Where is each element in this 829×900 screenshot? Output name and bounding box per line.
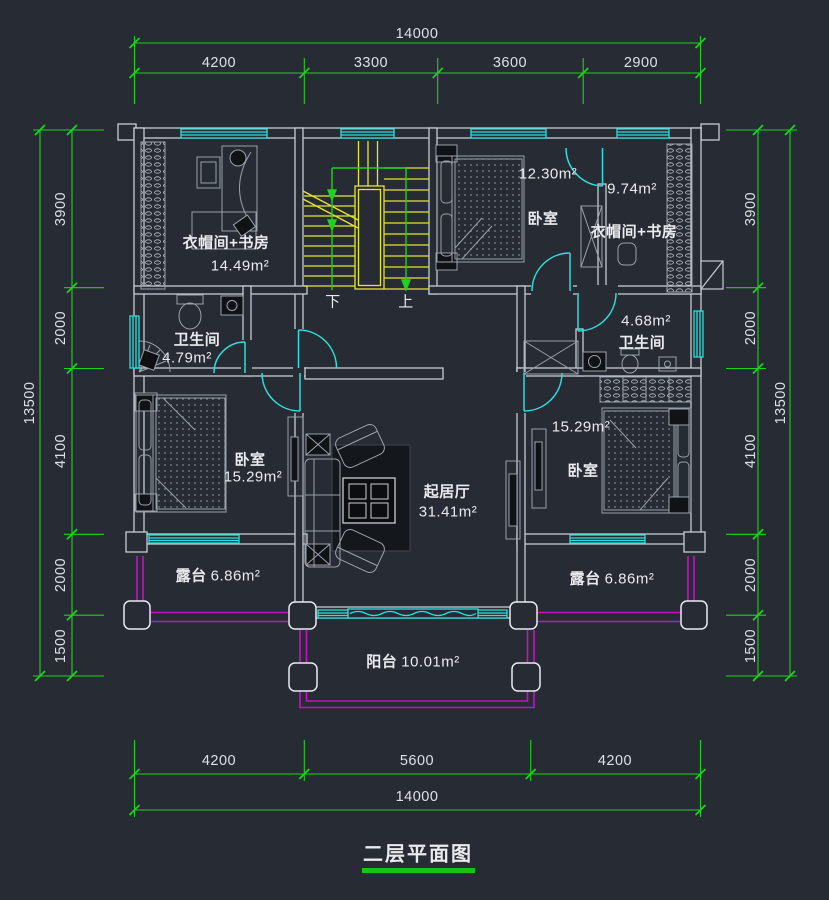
furniture-bedroom-left xyxy=(134,392,304,513)
balcony-sliding-door xyxy=(347,608,479,619)
furniture-cloak-study-right xyxy=(580,143,693,293)
room-label-bath-right-area: 4.68m² xyxy=(621,312,671,330)
furniture-bedroom-right xyxy=(531,376,692,514)
dim-left-seg-4: 2000 xyxy=(53,557,69,593)
dim-left-seg-5: 1500 xyxy=(53,628,69,664)
furniture-cloak-study-left xyxy=(140,141,258,290)
door-bath-right xyxy=(577,292,617,332)
dim-left-total: 13500 xyxy=(22,381,38,425)
furniture-bath-left xyxy=(138,294,244,373)
door-bath-left xyxy=(213,341,246,374)
window-top-2 xyxy=(470,128,547,139)
room-label-living-area: 31.41m² xyxy=(418,503,478,521)
room-label-bed-right-area: 15.29m² xyxy=(551,418,611,436)
walls xyxy=(117,123,720,619)
dim-right-total: 13500 xyxy=(773,381,789,425)
door-bedroom-top-cloak xyxy=(565,147,604,187)
stairs xyxy=(302,141,429,290)
terrace-left-area: 6.86m² xyxy=(210,567,261,585)
dimension-lines-right xyxy=(726,124,797,682)
terrace-right-area: 6.86m² xyxy=(604,570,655,588)
window-bedroom-right xyxy=(569,534,646,544)
window-bath-right xyxy=(693,310,704,358)
room-label-cloak-left-name: 衣帽间+书房 xyxy=(182,234,270,252)
dim-top-seg-4: 2900 xyxy=(623,55,659,71)
door-hall-lobby xyxy=(297,329,338,369)
dim-bottom-seg-2: 5600 xyxy=(399,753,435,769)
room-label-cloak-right-name: 衣帽间+书房 xyxy=(590,223,678,241)
stair-up-label: 上 xyxy=(398,293,414,311)
room-label-cloak-left-area: 14.49m² xyxy=(210,257,270,275)
window-living-right xyxy=(476,609,508,619)
window-living-left xyxy=(317,609,349,619)
room-label-cloak-right-area: 9.74m² xyxy=(607,180,657,198)
room-label-bed-top-area: 12.30m² xyxy=(518,165,578,183)
doors xyxy=(213,147,617,412)
room-label-living-name: 起居厅 xyxy=(423,483,471,501)
room-label-bed-right-name: 卧室 xyxy=(567,462,599,480)
terrace-right-name: 露台 xyxy=(569,570,601,588)
room-label-bed-left-area: 15.29m² xyxy=(223,468,283,486)
dim-left-seg-1: 3900 xyxy=(53,191,69,227)
stair-direction-arrows xyxy=(326,167,412,292)
room-label-bath-left-name: 卫生间 xyxy=(173,331,221,349)
door-bedroom-right xyxy=(523,372,563,412)
stair-down-label: 下 xyxy=(325,293,341,311)
dim-right-seg-4: 2000 xyxy=(743,557,759,593)
dimension-lines-top xyxy=(128,36,707,104)
door-bedroom-left xyxy=(261,372,301,412)
dim-bottom-seg-1: 4200 xyxy=(201,753,237,769)
room-label-bed-top-name: 卧室 xyxy=(527,210,559,228)
chimney-symbol xyxy=(700,260,724,290)
title-underline xyxy=(362,868,475,873)
dim-right-seg-3: 4100 xyxy=(743,433,759,469)
dim-top-seg-3: 3600 xyxy=(492,55,528,71)
room-label-bath-left-area: 4.79m² xyxy=(162,349,212,367)
drawing-title: 二层平面图 xyxy=(363,843,473,866)
room-label-bath-right-name: 卫生间 xyxy=(618,334,666,352)
columns xyxy=(123,600,708,692)
dim-top-seg-2: 3300 xyxy=(353,55,389,71)
window-top-3 xyxy=(616,128,670,139)
dim-right-seg-2: 2000 xyxy=(743,310,759,346)
windows xyxy=(129,128,704,619)
balcony-name: 阳台 xyxy=(366,653,398,671)
dim-top-seg-1: 4200 xyxy=(201,55,237,71)
balcony-area: 10.01m² xyxy=(401,653,460,671)
window-bath-left xyxy=(129,315,140,369)
furniture-bath-right xyxy=(523,340,677,375)
window-bedroom-left xyxy=(148,534,240,544)
dim-bottom-seg-3: 4200 xyxy=(597,753,633,769)
dimension-lines-left xyxy=(33,124,104,682)
window-top-1 xyxy=(180,128,268,139)
dimension-lines-bottom xyxy=(128,740,707,817)
dim-top-total: 14000 xyxy=(395,26,439,42)
furniture-bedroom-top xyxy=(435,144,525,271)
door-bedroom-top-hall xyxy=(531,252,571,292)
dim-right-seg-5: 1500 xyxy=(743,628,759,664)
dim-right-seg-1: 3900 xyxy=(743,191,759,227)
terrace-left-name: 露台 xyxy=(175,567,207,585)
dim-left-seg-3: 4100 xyxy=(53,433,69,469)
furniture-living xyxy=(304,424,521,573)
dim-bottom-total: 14000 xyxy=(395,789,439,805)
window-top-stair xyxy=(340,128,395,139)
dim-left-seg-2: 2000 xyxy=(53,310,69,346)
room-label-bed-left-name: 卧室 xyxy=(234,451,266,469)
